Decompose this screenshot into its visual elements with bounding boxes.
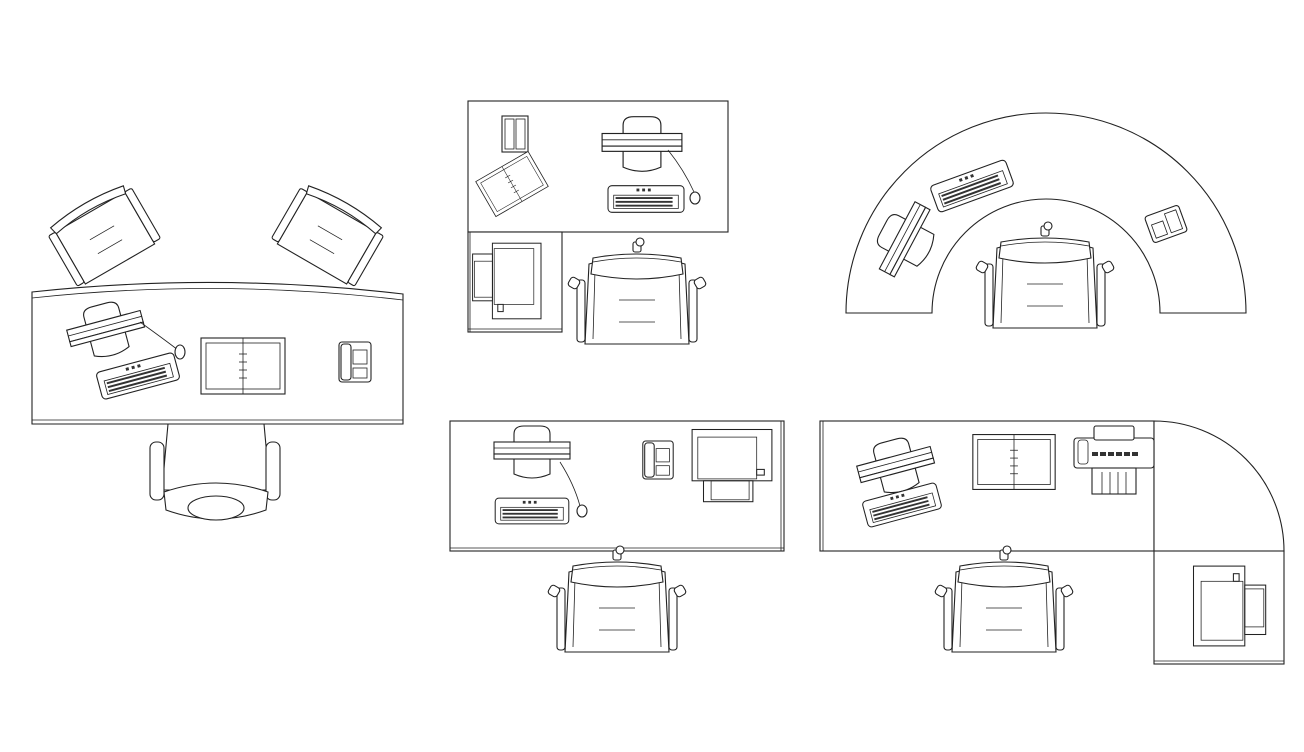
layout-desk-3 xyxy=(845,112,1247,329)
layout-desk-1 xyxy=(31,178,404,521)
layout-desk-4 xyxy=(449,420,785,653)
layout-desk-5 xyxy=(819,420,1285,665)
layout-desk-2 xyxy=(467,100,729,345)
